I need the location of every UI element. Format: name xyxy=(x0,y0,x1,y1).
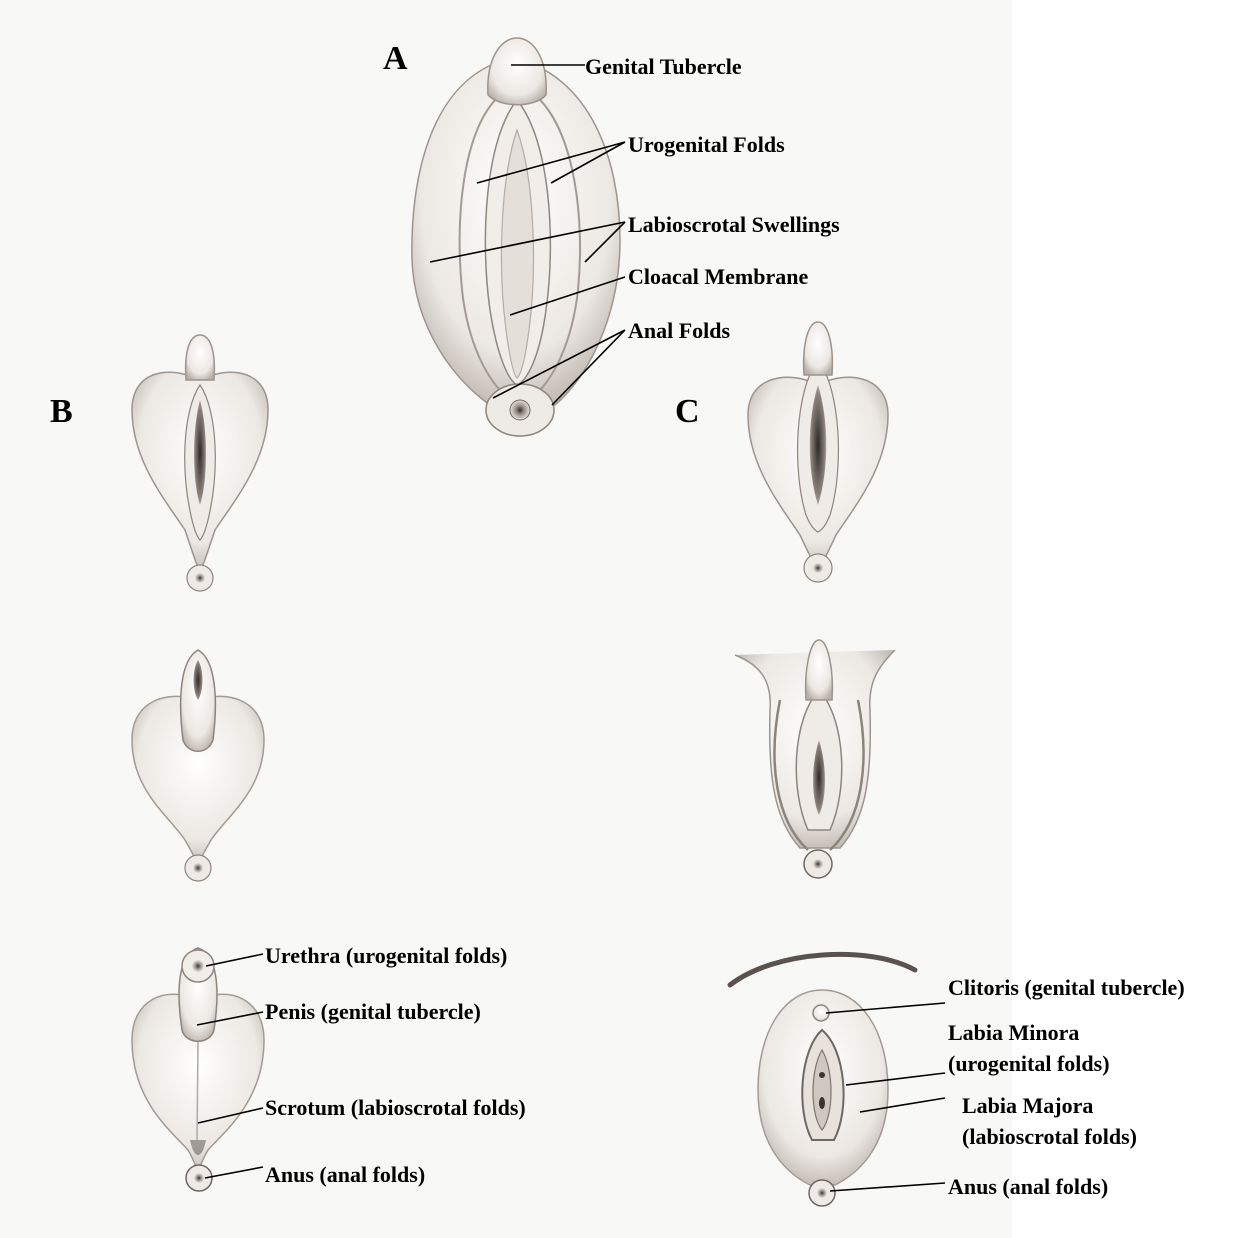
label-penis: Penis (genital tubercle) xyxy=(265,999,481,1025)
label-labia-majora-sub: (labioscrotal folds) xyxy=(962,1124,1137,1150)
b1-anus xyxy=(195,573,205,583)
c3-urethral-opening xyxy=(819,1072,825,1078)
b2-anus xyxy=(193,863,203,873)
a-anus xyxy=(510,400,530,420)
panel-letter-b: B xyxy=(50,395,73,429)
b1-tubercle xyxy=(186,335,215,380)
label-urethra: Urethra (urogenital folds) xyxy=(265,943,507,969)
c2-anus xyxy=(813,859,823,869)
label-cloacal-membrane: Cloacal Membrane xyxy=(628,264,808,290)
label-clitoris: Clitoris (genital tubercle) xyxy=(948,975,1185,1001)
b3-urethra xyxy=(192,960,204,972)
panel-letter-a: A xyxy=(383,42,408,76)
panel-letter-c: C xyxy=(675,395,700,429)
label-scrotum: Scrotum (labioscrotal folds) xyxy=(265,1095,526,1121)
label-labia-minora-sub: (urogenital folds) xyxy=(948,1051,1110,1077)
b3-anus xyxy=(194,1173,204,1183)
c1-anus xyxy=(813,563,823,573)
label-labia-majora: Labia Majora xyxy=(962,1093,1093,1119)
label-labia-minora: Labia Minora xyxy=(948,1020,1079,1046)
label-genital-tubercle: Genital Tubercle xyxy=(585,54,742,80)
label-urogenital-folds: Urogenital Folds xyxy=(628,132,785,158)
b3-raphe xyxy=(197,1040,198,1140)
label-anal-folds: Anal Folds xyxy=(628,318,730,344)
label-anus-b: Anus (anal folds) xyxy=(265,1162,425,1188)
c3-vaginal-opening xyxy=(819,1097,825,1109)
label-labioscrotal-swellings: Labioscrotal Swellings xyxy=(628,212,840,238)
label-anus-c: Anus (anal folds) xyxy=(948,1174,1108,1200)
c3-anus xyxy=(817,1188,827,1198)
